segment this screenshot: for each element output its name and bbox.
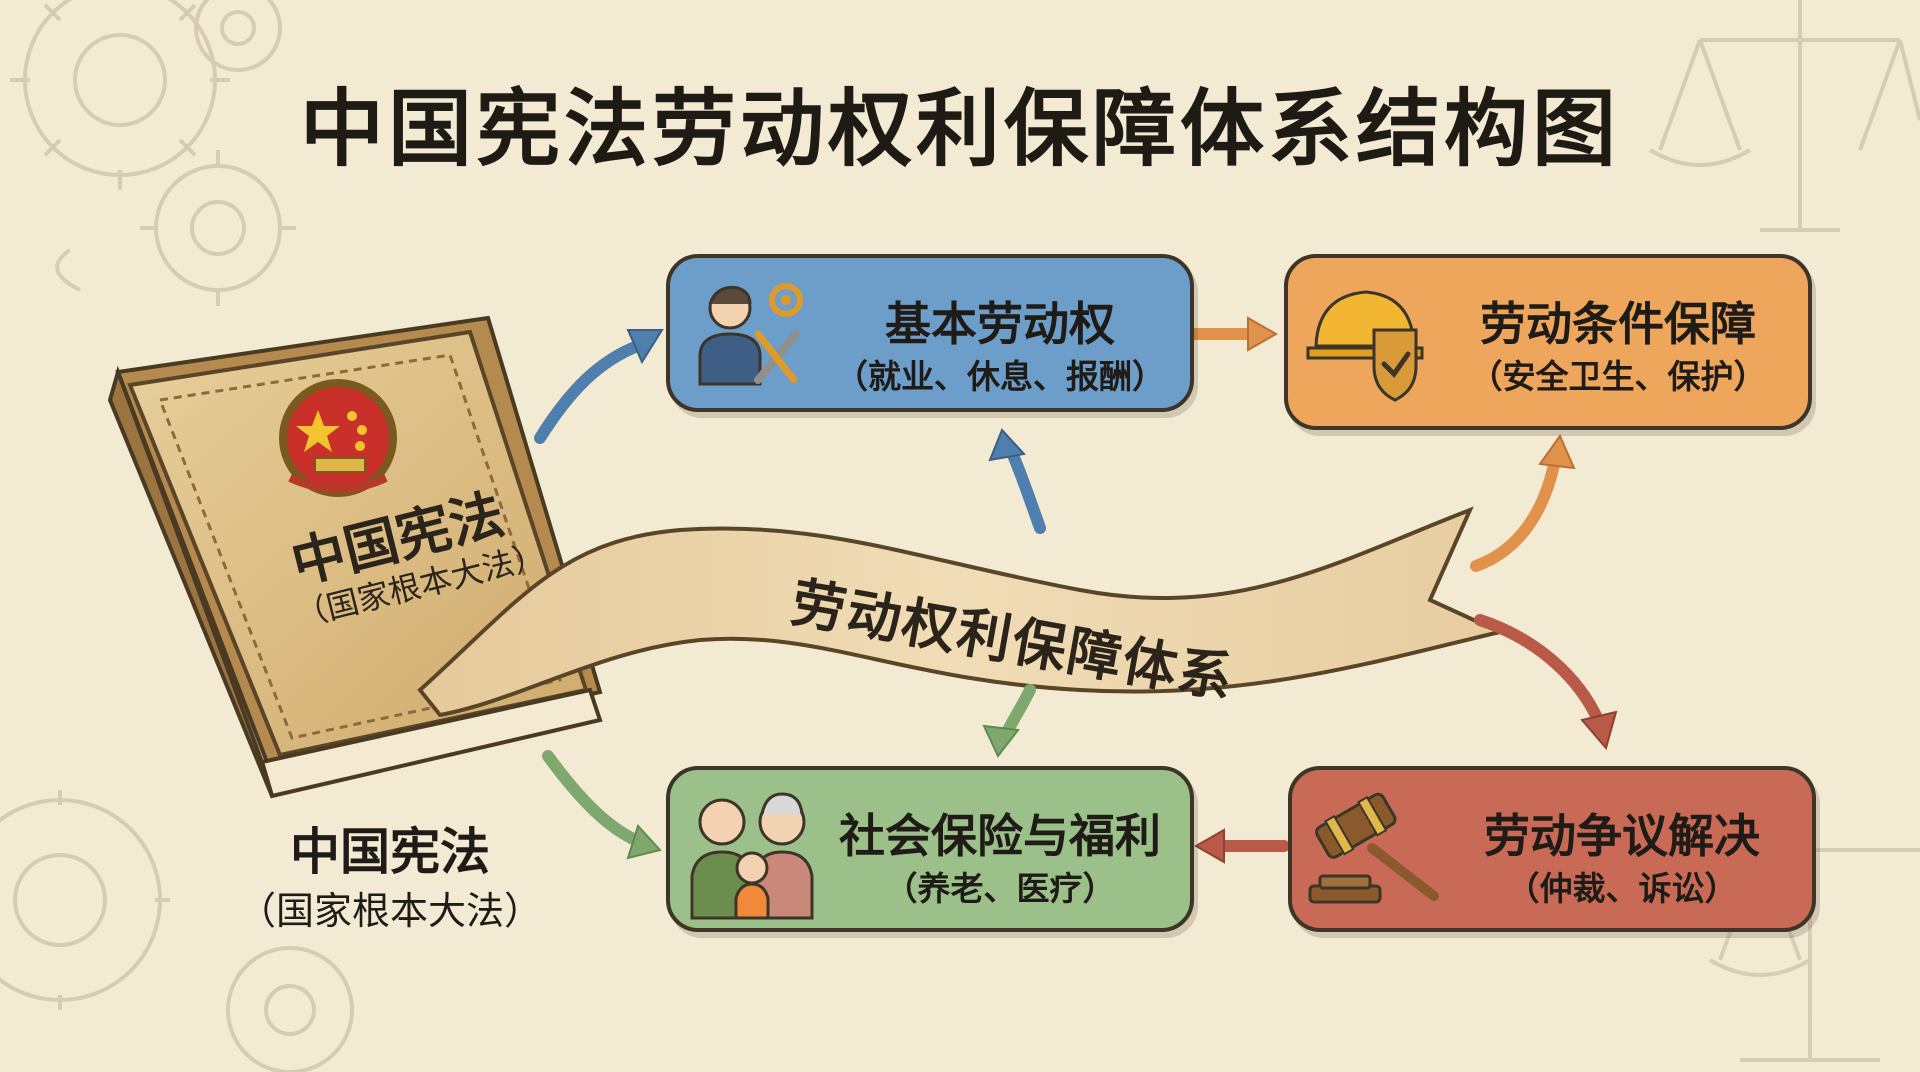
book-caption-subtitle: （国家根本大法） (237, 889, 542, 933)
node-title: 社会保险与福利 (839, 809, 1161, 863)
node-subtitle: （安全卫生、保护） (1469, 357, 1767, 396)
gear-icon (140, 150, 296, 306)
node-title: 基本劳动权 (885, 297, 1115, 351)
arrow-ribbon-to-conditions (1470, 433, 1576, 572)
arrow-book-to-insurance (542, 750, 662, 860)
arrow-ribbon-to-dispute (1474, 614, 1618, 751)
gavel-icon (1308, 792, 1439, 904)
gear-icon (226, 946, 354, 1072)
scales-icon (1648, 0, 1920, 232)
page-title: 中国宪法劳动权利保障体系结构图 (299, 80, 1620, 178)
arrow-basic-to-conditions (1184, 316, 1279, 352)
arrow-ribbon-to-basic (988, 428, 1046, 534)
node-subtitle: （养老、医疗） (884, 869, 1116, 908)
node-title: 劳动条件保障 (1480, 297, 1756, 351)
node-title: 劳动争议解决 (1484, 809, 1760, 863)
helmet-shield-icon (1306, 290, 1424, 402)
book-caption-title: 中国宪法 (290, 823, 490, 881)
arrow-dispute-to-insurance (1193, 828, 1290, 864)
arrow-book-to-basic (534, 329, 664, 444)
node-social-insurance: 社会保险与福利 （养老、医疗） (666, 766, 1194, 932)
family-icon (690, 792, 814, 920)
node-subtitle: （仲裁、诉讼） (1506, 869, 1738, 908)
node-basic-labor-rights: 基本劳动权 （就业、休息、报酬） (666, 254, 1194, 412)
node-subtitle: （就业、休息、报酬） (835, 357, 1165, 396)
gear-icon (0, 790, 170, 1010)
gear-icon (194, 0, 282, 72)
node-labor-conditions: 劳动条件保障 （安全卫生、保护） (1284, 254, 1812, 430)
arrow-ribbon-to-insurance (982, 684, 1036, 758)
national-emblem-icon (279, 379, 397, 497)
worker-gear-wrench-icon (698, 283, 803, 386)
node-dispute-resolution: 劳动争议解决 （仲裁、诉讼） (1288, 766, 1816, 932)
system-ribbon (417, 506, 1507, 718)
gear-icon (10, 0, 230, 190)
